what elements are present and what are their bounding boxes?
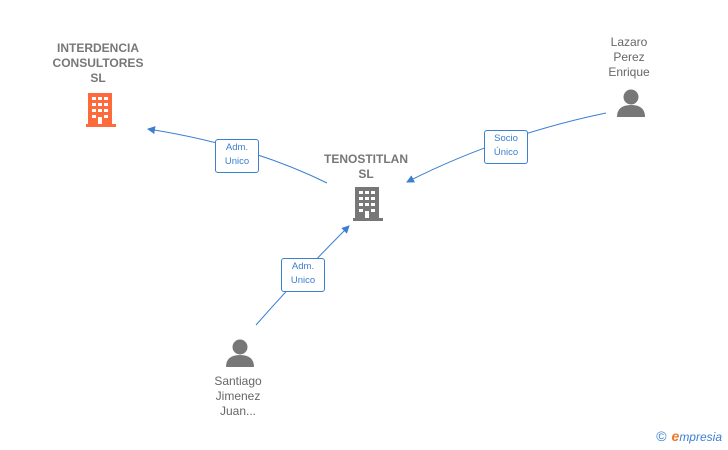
brand-logo: empresia <box>672 428 722 444</box>
edge-label-santiago-tenostitlan[interactable]: Adm. Unico <box>281 258 325 292</box>
edge-label-line: Adm. <box>225 142 249 153</box>
node-label-line: Enrique <box>608 65 650 79</box>
edge-label-line: Unico <box>224 156 250 167</box>
edge-label-line: Unico <box>290 275 316 286</box>
node-label-interdencia[interactable]: INTERDENCIA CONSULTORES SL <box>38 41 158 86</box>
brand-watermark: © empresia <box>656 428 722 444</box>
building-icon <box>86 93 116 127</box>
person-icon <box>226 339 254 367</box>
person-icon <box>617 89 645 117</box>
node-label-line: Santiago <box>214 374 262 388</box>
node-label-lazaro[interactable]: Lazaro Perez Enrique <box>589 35 669 80</box>
node-label-line: Lazaro <box>610 35 648 49</box>
node-label-line: Jimenez <box>215 389 261 403</box>
edge-label-tenostitlan-interdencia[interactable]: Adm. Unico <box>215 139 259 173</box>
node-label-line: TENOSTITLAN <box>324 152 408 166</box>
node-label-santiago[interactable]: Santiago Jimenez Juan... <box>198 374 278 419</box>
node-label-line: CONSULTORES <box>52 56 144 70</box>
edge-label-line: Adm. <box>291 261 315 272</box>
brand-initial: e <box>671 428 680 444</box>
node-label-line: SL <box>90 71 106 85</box>
node-label-line: Perez <box>613 50 645 64</box>
edge-label-lazaro-tenostitlan[interactable]: Socio Único <box>484 130 528 164</box>
node-label-line: INTERDENCIA <box>56 41 139 55</box>
brand-word: mpresia <box>679 430 722 444</box>
building-icon <box>353 187 383 221</box>
node-label-tenostitlan[interactable]: TENOSTITLAN SL <box>306 152 426 182</box>
node-label-line: SL <box>358 167 374 181</box>
copyright-symbol: © <box>656 428 667 444</box>
edge-label-line: Socio <box>494 133 518 144</box>
edge-label-line: Único <box>493 147 519 158</box>
node-label-line: Juan... <box>219 404 257 418</box>
